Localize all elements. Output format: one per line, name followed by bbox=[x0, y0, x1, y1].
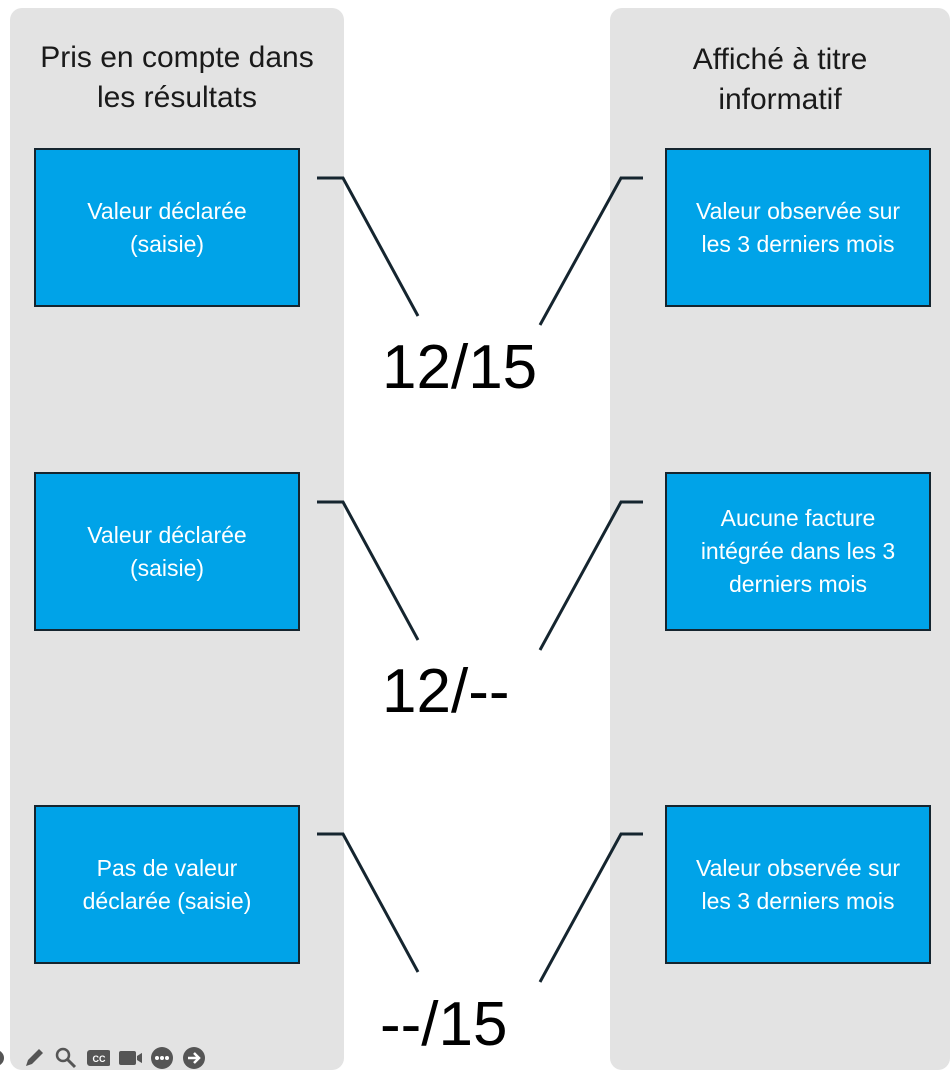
left-column-title: Pris en compte dans les résultats bbox=[40, 41, 314, 114]
right-box-observed-value-row-3: Valeur observée sur les 3 derniers mois bbox=[665, 805, 931, 964]
right-box-no-invoice-row-2: Aucune facture intégrée dans les 3 derni… bbox=[665, 472, 931, 631]
right-column-title: Affiché à titre informatif bbox=[692, 43, 868, 116]
svg-text:CC: CC bbox=[93, 1054, 106, 1064]
connector-left-row-3 bbox=[317, 832, 420, 973]
connector-right-row-2 bbox=[538, 500, 643, 651]
left-box-declared-value-row-1: Valeur déclarée (saisie) bbox=[34, 148, 300, 307]
right-box-observed-value-row-1: Valeur observée sur les 3 derniers mois bbox=[665, 148, 931, 307]
pen-icon[interactable] bbox=[22, 1046, 46, 1070]
magnifier-icon[interactable] bbox=[54, 1046, 78, 1070]
connector-left-row-1 bbox=[317, 176, 420, 317]
closed-captions-icon[interactable]: CC bbox=[86, 1046, 110, 1070]
connector-left-row-2 bbox=[317, 500, 420, 641]
next-arrow-icon[interactable] bbox=[182, 1046, 206, 1070]
left-box-declared-value-row-2: Valeur déclarée (saisie) bbox=[34, 472, 300, 631]
ratio-label-row-3: --/15 bbox=[380, 990, 508, 1059]
connector-right-row-3 bbox=[538, 832, 643, 983]
more-options-icon[interactable] bbox=[150, 1046, 174, 1070]
left-box-no-declared-value-row-3: Pas de valeur déclarée (saisie) bbox=[34, 805, 300, 964]
presentation-toolbar: CC bbox=[0, 1046, 206, 1070]
partial-circle-icon[interactable] bbox=[0, 1046, 14, 1070]
connector-right-row-1 bbox=[538, 176, 643, 326]
video-camera-icon[interactable] bbox=[118, 1046, 142, 1070]
ratio-label-row-2: 12/-- bbox=[382, 657, 510, 726]
ratio-label-row-1: 12/15 bbox=[382, 333, 538, 402]
